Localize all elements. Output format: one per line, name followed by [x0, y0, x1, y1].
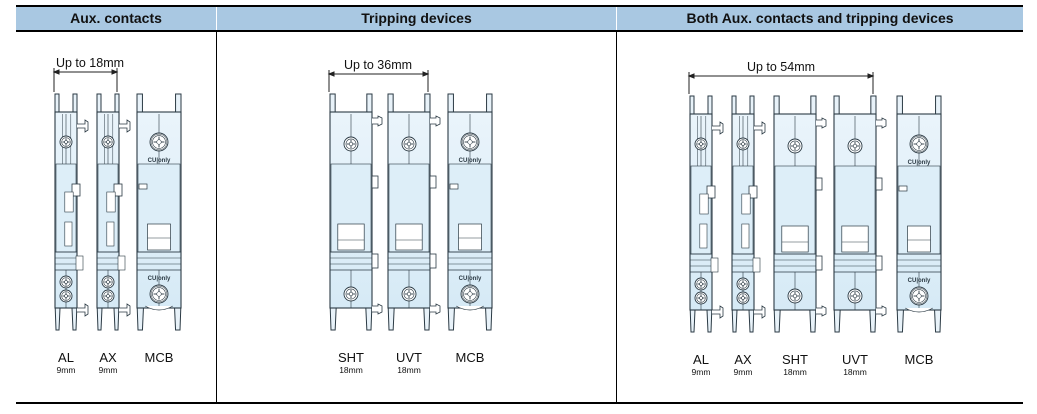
module-width: 18mm: [339, 365, 363, 375]
module-ax-drawing: [731, 95, 766, 333]
cu-only-marking: CU|only: [908, 278, 931, 284]
module-width: 9mm: [56, 365, 76, 375]
module-name: SHT: [782, 352, 808, 367]
dimension-label-36mm: Up to 36mm: [343, 58, 413, 72]
terminal-screw-icon: [460, 132, 480, 152]
terminal-screw-icon: [401, 136, 417, 152]
module-label-mcb: MCB: [445, 351, 495, 365]
module-name: AL: [58, 350, 74, 365]
terminal-screw-icon: [149, 132, 169, 152]
terminal-screw-icon: [736, 137, 750, 151]
module-uvt-drawing: [387, 93, 441, 331]
terminal-screw-icon: [101, 289, 115, 303]
header-tripping-devices: Tripping devices: [361, 10, 472, 26]
module-sht-drawing: [773, 95, 827, 333]
terminal-screw-icon: [343, 286, 359, 302]
terminal-screw-icon: [460, 284, 480, 304]
module-name: SHT: [338, 350, 364, 365]
header-aux-contacts: Aux. contacts: [70, 10, 162, 26]
cu-only-marking: CU|only: [459, 158, 482, 164]
dimension-label-54mm: Up to 54mm: [746, 60, 816, 74]
table-bottom-rule: [16, 402, 1023, 404]
module-name: AX: [734, 352, 752, 367]
module-width: 9mm: [733, 367, 753, 377]
module-width: 18mm: [397, 365, 421, 375]
column-divider: [216, 32, 217, 403]
terminal-screw-icon: [149, 284, 169, 304]
header-divider: [216, 7, 217, 30]
module-sht-drawing: [329, 93, 383, 331]
terminal-screw-icon: [694, 137, 708, 151]
dimension-label-18mm: Up to 18mm: [55, 56, 125, 70]
module-label-mcb: MCB: [134, 351, 184, 365]
module-name: UVT: [842, 352, 868, 367]
terminal-screw-icon: [909, 134, 929, 154]
module-al-drawing: [54, 93, 89, 331]
terminal-screw-icon: [59, 289, 73, 303]
terminal-screw-icon: [847, 138, 863, 154]
module-name: AL: [693, 352, 709, 367]
module-name: MCB: [455, 350, 485, 365]
cu-only-marking: CU|only: [908, 160, 931, 166]
terminal-screw-icon: [736, 291, 750, 305]
terminal-screw-icon: [101, 275, 115, 289]
terminal-screw-icon: [736, 277, 750, 291]
cu-only-marking: CU|only: [148, 158, 171, 164]
terminal-screw-icon: [694, 277, 708, 291]
terminal-screw-icon: [401, 286, 417, 302]
terminal-screw-icon: [101, 135, 115, 149]
module-uvt-drawing: [833, 95, 887, 333]
cu-only-marking: CU|only: [459, 276, 482, 282]
terminal-screw-icon: [787, 138, 803, 154]
module-name: AX: [99, 350, 117, 365]
module-name: MCB: [144, 350, 174, 365]
cu-only-marking: CU|only: [148, 276, 171, 282]
module-name: UVT: [396, 350, 422, 365]
module-label-mcb: MCB: [894, 353, 944, 367]
comparison-table: Aux. contacts Tripping devices Both Aux.…: [16, 5, 1023, 404]
module-name: MCB: [904, 352, 934, 367]
module-ax-drawing: [96, 93, 131, 331]
terminal-screw-icon: [694, 291, 708, 305]
module-width: 9mm: [98, 365, 118, 375]
terminal-screw-icon: [909, 286, 929, 306]
terminal-screw-icon: [59, 135, 73, 149]
terminal-screw-icon: [847, 288, 863, 304]
terminal-screw-icon: [343, 136, 359, 152]
module-width: 9mm: [691, 367, 711, 377]
column-divider: [616, 32, 617, 403]
terminal-screw-icon: [59, 275, 73, 289]
terminal-screw-icon: [787, 288, 803, 304]
module-width: 18mm: [783, 367, 807, 377]
table-header: Aux. contacts Tripping devices Both Aux.…: [16, 5, 1023, 32]
module-al-drawing: [689, 95, 724, 333]
header-divider: [616, 7, 617, 30]
module-width: 18mm: [843, 367, 867, 377]
header-both: Both Aux. contacts and tripping devices: [686, 10, 954, 26]
